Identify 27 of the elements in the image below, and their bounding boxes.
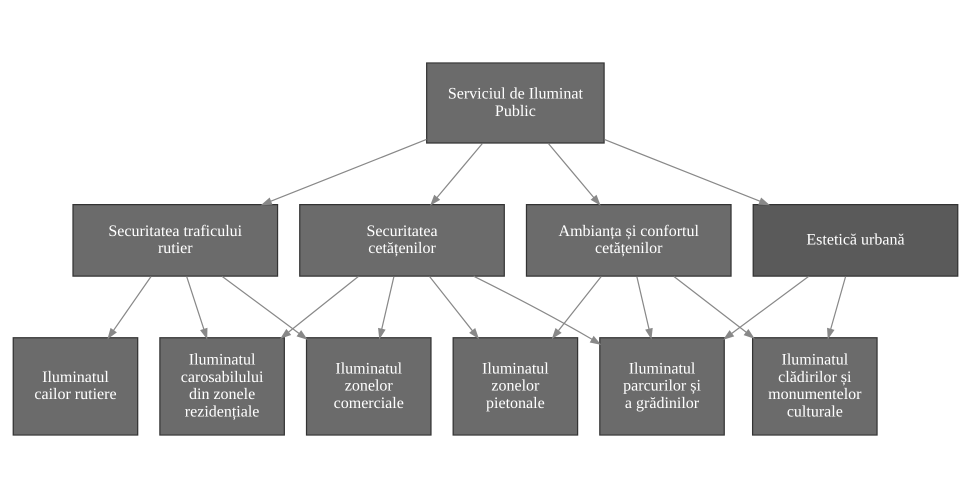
node-box: Estetică urbană bbox=[752, 204, 958, 276]
node-box: Iluminatul zonelor pietonale bbox=[452, 336, 578, 436]
arrow bbox=[604, 138, 770, 205]
arrow bbox=[723, 275, 810, 340]
node-box: Iluminatul parcurilor și a grădinilor bbox=[599, 336, 725, 436]
arrow bbox=[636, 276, 653, 340]
node-box: Serviciul de Iluminat Public bbox=[426, 62, 605, 144]
node-box: Iluminatul zonelor comerciale bbox=[306, 336, 432, 436]
arrow bbox=[827, 276, 846, 340]
arrow bbox=[222, 275, 308, 340]
arrow bbox=[186, 276, 208, 339]
node-box: Securitatea cetățenilor bbox=[299, 204, 505, 276]
arrow bbox=[280, 275, 359, 338]
arrow bbox=[430, 142, 484, 206]
node-box: Iluminatul cailor rutiere bbox=[12, 336, 138, 436]
arrow bbox=[552, 275, 602, 339]
arrow bbox=[473, 275, 602, 344]
arrow bbox=[673, 275, 755, 338]
node-box: Iluminatul clădirilor și monumentelor culturale bbox=[752, 336, 878, 436]
node-box: Securitatea traficului rutier bbox=[72, 204, 278, 276]
arrow bbox=[378, 276, 395, 340]
arrow bbox=[548, 142, 601, 206]
arrow bbox=[260, 138, 427, 205]
arrow bbox=[428, 275, 480, 339]
arrow bbox=[107, 276, 152, 339]
node-box: Ambianța și confortul cetățenilor bbox=[526, 204, 732, 276]
node-box: Iluminatul carosabilului din zonele rezidențiale bbox=[159, 336, 285, 436]
